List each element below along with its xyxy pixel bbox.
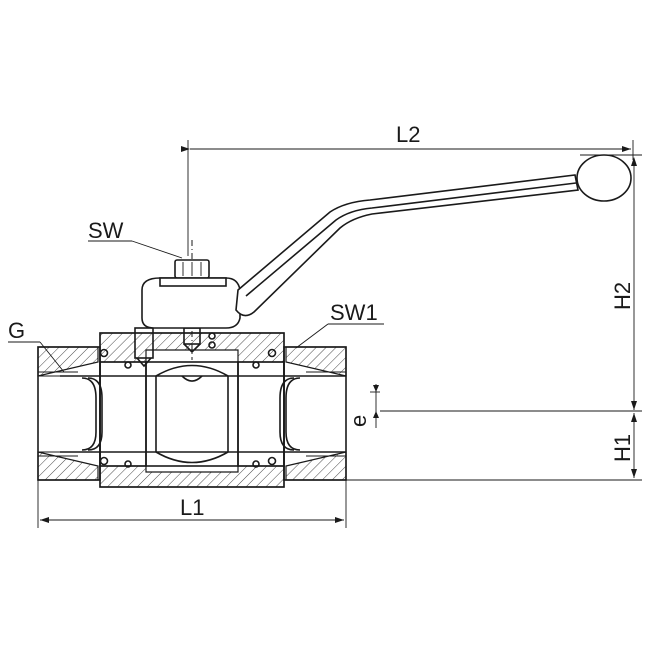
right-seat: [285, 377, 301, 451]
label-sw: SW: [88, 218, 124, 243]
label-h2: H2: [610, 282, 635, 310]
dimensions: [37, 140, 642, 528]
handle-hub: [141, 277, 241, 329]
stop-screw: [134, 327, 154, 359]
center-body-bottom: [99, 465, 285, 488]
lever-handle: [141, 154, 632, 329]
label-l1: L1: [180, 495, 204, 520]
sw-leader: [131, 240, 183, 259]
ball-bottom: [155, 451, 229, 464]
g-leader: [39, 341, 65, 373]
left-seat: [81, 377, 97, 451]
ball-chamber: [145, 361, 239, 467]
sw1-leader: [295, 323, 329, 349]
o-rings: [99, 332, 277, 468]
label-sw1: SW1: [330, 300, 378, 325]
lever-grip: [576, 154, 632, 202]
label-h1: H1: [610, 434, 635, 462]
lever-arm: [235, 174, 579, 317]
label-e: e: [346, 415, 371, 427]
ball-top: [155, 364, 229, 377]
valve-body: [37, 240, 347, 488]
label-l2: L2: [396, 122, 420, 147]
label-g: G: [8, 318, 25, 343]
leaders: [8, 240, 384, 373]
